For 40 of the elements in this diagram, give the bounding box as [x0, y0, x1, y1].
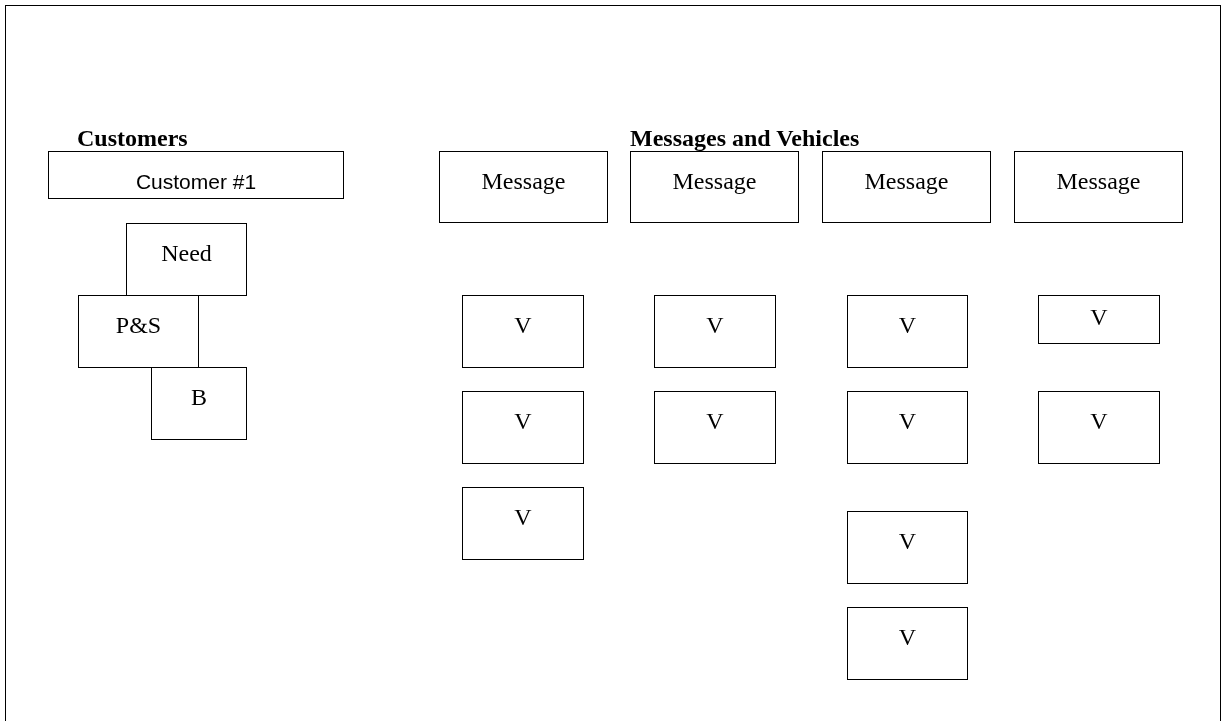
- customer-box: [78, 295, 199, 368]
- customer-box: [126, 223, 247, 296]
- vehicle-box: [462, 487, 584, 560]
- message-box: [1014, 151, 1183, 223]
- box-label: V: [514, 312, 532, 339]
- vehicle-box: [847, 391, 968, 464]
- box-label: V: [898, 312, 917, 339]
- box-label: V: [898, 624, 917, 651]
- box-label: Message: [481, 168, 566, 195]
- box-label: V: [706, 408, 724, 435]
- box-label: B: [191, 384, 207, 411]
- vehicle-box: [847, 607, 968, 680]
- box-label: P&S: [115, 312, 162, 339]
- vehicle-box: [1038, 391, 1160, 464]
- box-label: Customer #1: [135, 170, 257, 194]
- box-label: V: [898, 528, 917, 555]
- vehicle-box: [1038, 295, 1160, 344]
- vehicle-box: [654, 295, 776, 368]
- box-label: V: [706, 312, 724, 339]
- vehicle-box: [847, 295, 968, 368]
- box-label: Message: [672, 168, 757, 195]
- box-label: V: [514, 408, 532, 435]
- box-label: Need: [161, 240, 212, 267]
- section-heading: Customers: [77, 125, 188, 152]
- vehicle-box: [847, 511, 968, 584]
- box-label: Message: [1056, 168, 1141, 195]
- message-box: [630, 151, 799, 223]
- box-label: V: [1090, 408, 1108, 435]
- box-label: V: [514, 504, 532, 531]
- box-label: Message: [864, 168, 949, 195]
- box-label: V: [1090, 304, 1108, 331]
- customer-box: [151, 367, 247, 440]
- box-label: V: [898, 408, 917, 435]
- vehicle-box: [654, 391, 776, 464]
- vehicle-box: [462, 391, 584, 464]
- message-box: [439, 151, 608, 223]
- customer-box: [48, 151, 344, 199]
- section-heading: Messages and Vehicles: [630, 125, 860, 152]
- vehicle-box: [462, 295, 584, 368]
- message-box: [822, 151, 991, 223]
